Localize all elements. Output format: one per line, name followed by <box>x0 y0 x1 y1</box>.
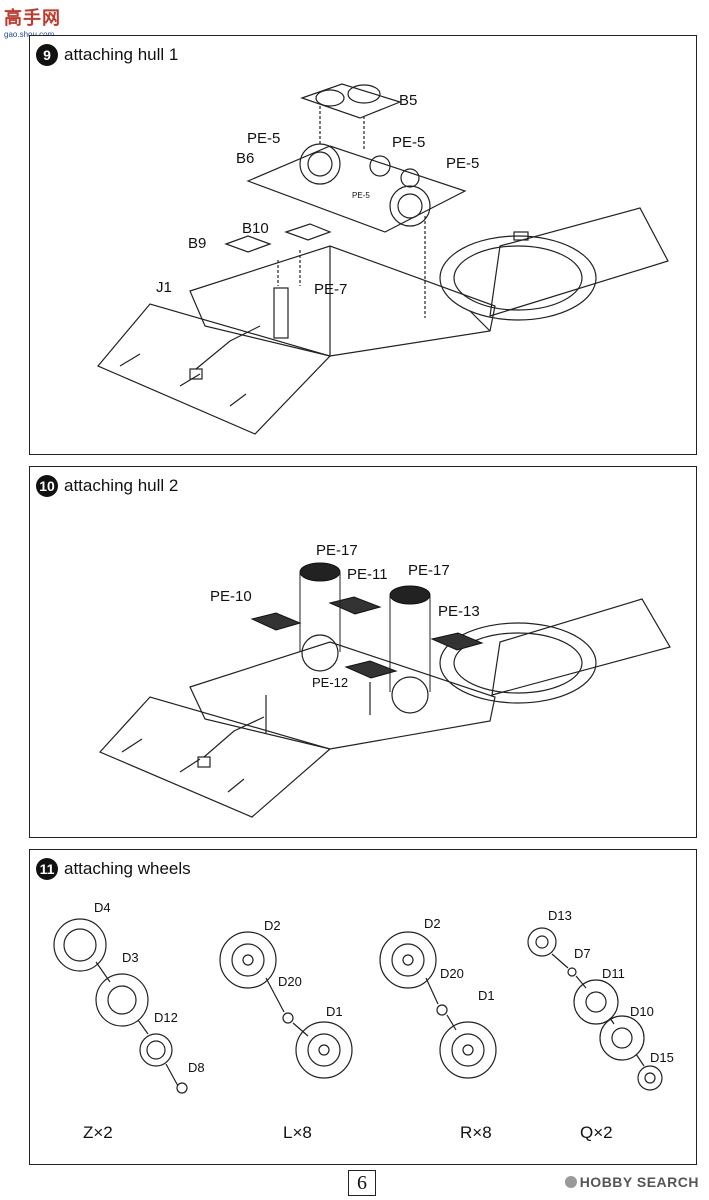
label-d3: D3 <box>122 950 139 965</box>
label-d4: D4 <box>94 900 111 915</box>
quantity-l: L×8 <box>283 1123 312 1142</box>
label-b10: B10 <box>242 220 269 237</box>
label-pe5-b: PE-5 <box>392 134 425 151</box>
label-pe10: PE-10 <box>210 588 252 605</box>
step-10-panel: 10 attaching hull 2 <box>29 466 697 838</box>
label-pe5-c: PE-5 <box>446 155 479 172</box>
step-title: attaching hull 1 <box>64 45 179 64</box>
label-d15: D15 <box>650 1050 674 1065</box>
step-number: 10 <box>36 475 58 497</box>
page-number: 6 <box>348 1170 376 1196</box>
label-d11: D11 <box>602 966 625 981</box>
quantity-q: Q×2 <box>580 1123 613 1142</box>
hobby-search-logo-icon <box>564 1176 577 1188</box>
label-pe17-a: PE-17 <box>316 542 358 559</box>
label-d8: D8 <box>188 1060 205 1075</box>
step-11-panel: 11 attaching wheels <box>29 849 697 1165</box>
label-pe7: PE-7 <box>314 281 347 298</box>
label-d20-a: D20 <box>278 974 302 989</box>
label-d2-a: D2 <box>264 918 281 933</box>
label-d13: D13 <box>548 908 572 923</box>
step-9-panel: 9 attaching hull 1 <box>29 35 697 455</box>
wheels-diagram: D4 D3 D12 D8 D2 D20 D1 D2 D20 D1 D13 D7 … <box>53 900 674 1094</box>
step-number: 11 <box>36 858 58 880</box>
label-d20-b: D20 <box>440 966 464 981</box>
step-title: attaching hull 2 <box>64 476 179 495</box>
watermark-url: gao.shou.com <box>4 30 74 39</box>
label-d12: D12 <box>154 1010 178 1025</box>
step-title: attaching wheels <box>64 859 191 878</box>
label-b5: B5 <box>399 92 417 109</box>
step-header: 10 attaching hull 2 <box>36 475 178 497</box>
quantity-r: R×8 <box>460 1123 492 1142</box>
label-pe5-a: PE-5 <box>247 130 280 147</box>
label-b6: B6 <box>236 150 254 167</box>
label-j1: J1 <box>156 279 172 296</box>
hobby-search-text: HOBBY SEARCH <box>579 1174 699 1190</box>
label-pe12: PE-12 <box>312 675 348 690</box>
label-pe5-small: PE-5 <box>352 191 370 200</box>
quantity-z: Z×2 <box>83 1123 113 1142</box>
label-d2-b: D2 <box>424 916 441 931</box>
label-pe17-b: PE-17 <box>408 562 450 579</box>
site-watermark: 高手网 gao.shou.com <box>4 4 74 39</box>
label-d1-a: D1 <box>326 1004 343 1019</box>
step-header: 11 attaching wheels <box>36 858 191 880</box>
hull-1-diagram: B5 PE-5 PE-5 PE-5 PE-5 B6 B10 B9 J1 PE-7 <box>97 83 669 435</box>
label-d1-b: D1 <box>478 988 495 1003</box>
label-pe13: PE-13 <box>438 603 480 620</box>
hull-2-diagram: PE-17 PE-11 PE-17 PE-10 PE-13 PE-12 <box>98 542 671 818</box>
label-d7: D7 <box>574 946 591 961</box>
watermark-logo: 高手网 <box>4 8 61 28</box>
step-number: 9 <box>36 44 58 66</box>
step-header: 9 attaching hull 1 <box>36 44 178 66</box>
label-d10: D10 <box>630 1004 654 1019</box>
label-pe11: PE-11 <box>347 566 388 583</box>
hobby-search-watermark: HOBBY SEARCH <box>564 1174 699 1190</box>
label-b9: B9 <box>188 235 206 252</box>
